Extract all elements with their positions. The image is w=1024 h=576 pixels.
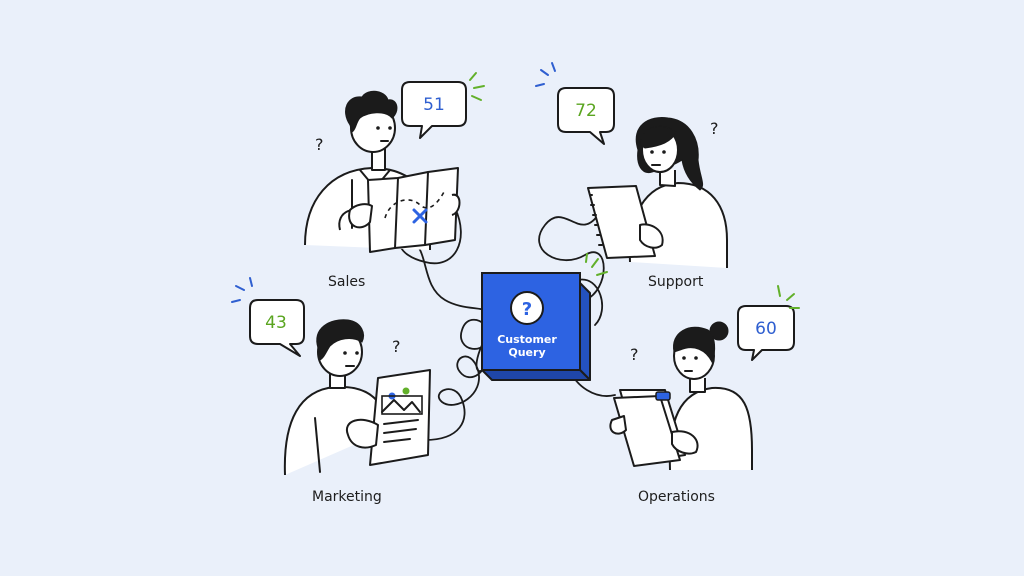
clipboard-icon [609, 389, 699, 467]
team-label-operations: Operations [638, 489, 715, 505]
sales-score-bubble: 51 [401, 81, 467, 139]
sales-spark-icon [469, 72, 485, 101]
connection-marketing [424, 351, 487, 441]
team-label-support: Support [648, 274, 704, 290]
person-marketing [283, 319, 389, 476]
marketing-score-bubble: 43 [249, 299, 305, 357]
operations-question-mark: ? [630, 345, 639, 364]
support-question-mark: ? [710, 119, 719, 138]
team-label-marketing: Marketing [312, 489, 382, 505]
support-spark-icon [535, 62, 556, 87]
flyer-icon [345, 369, 431, 466]
sales-score: 51 [423, 95, 445, 115]
notebook-icon [587, 185, 664, 259]
question-mark-icon [510, 291, 544, 325]
question-mark-glyph: ? [522, 299, 532, 320]
support-score: 72 [575, 101, 597, 121]
sales-question-mark: ? [315, 135, 324, 154]
treasure-map-icon [348, 167, 461, 253]
operations-score-bubble: 60 [737, 305, 795, 361]
marketing-question-mark: ? [392, 337, 401, 356]
team-label-sales: Sales [328, 274, 366, 290]
box-spark-icon [585, 253, 608, 276]
operations-spark-icon [777, 285, 800, 309]
support-score-bubble: 72 [557, 87, 615, 145]
marketing-score: 43 [265, 313, 287, 333]
operations-score: 60 [755, 319, 777, 339]
marketing-spark-icon [231, 277, 253, 303]
